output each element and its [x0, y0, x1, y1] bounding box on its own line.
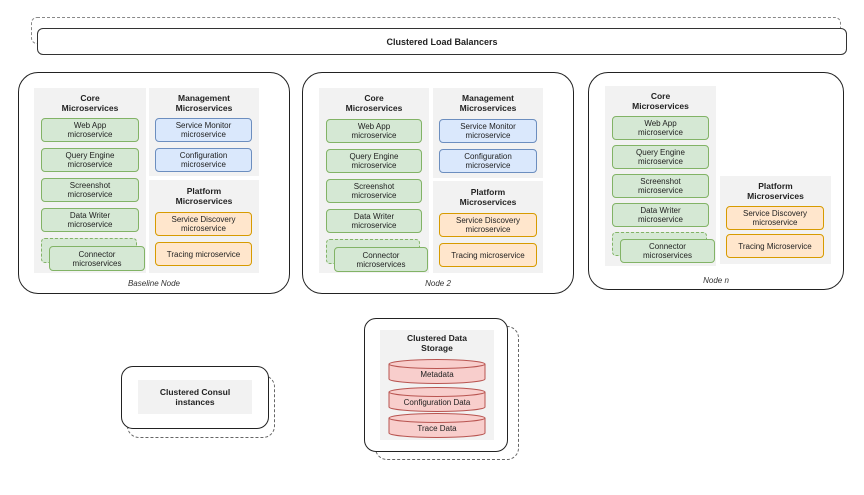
- query-engine-microservice-baseline: Query Engine microservice: [41, 148, 139, 172]
- core-title-baseline: Core Microservices: [61, 93, 119, 113]
- service-discovery-microservice-node2: Service Discovery microservice: [439, 213, 537, 237]
- storage-title: Clustered Data Storage: [407, 333, 467, 353]
- metadata-database-icon: [388, 359, 486, 384]
- trace-data-database-icon: [388, 413, 486, 438]
- service-monitor-microservice-node2: Service Monitor microservice: [439, 119, 537, 143]
- configuration-microservice-node2: Configuration microservice: [439, 149, 537, 173]
- platform-title-node2: Platform Microservices: [459, 187, 517, 207]
- metadata-label: Metadata: [420, 370, 454, 379]
- data-writer-microservice-node2: Data Writer microservice: [326, 209, 422, 233]
- web-app-microservice-noden: Web App microservice: [612, 116, 709, 140]
- management-title-baseline: Management Microservices: [175, 93, 233, 113]
- connector-microservices-baseline: Connector microservices: [49, 246, 145, 271]
- screenshot-microservice-baseline: Screenshot microservice: [41, 178, 139, 202]
- service-monitor-microservice-baseline: Service Monitor microservice: [155, 118, 252, 142]
- service-discovery-microservice-noden: Service Discovery microservice: [726, 206, 824, 230]
- web-app-microservice-baseline: Web App microservice: [41, 118, 139, 142]
- screenshot-microservice-node2: Screenshot microservice: [326, 179, 422, 203]
- connector-microservices-noden: Connector microservices: [620, 239, 715, 263]
- data-writer-microservice-baseline: Data Writer microservice: [41, 208, 139, 232]
- configuration-data-label: Configuration Data: [403, 398, 471, 407]
- metadata-database: Metadata: [388, 359, 486, 385]
- configuration-data-database-icon: [388, 387, 486, 412]
- platform-title-baseline: Platform Microservices: [175, 186, 233, 206]
- configuration-data-database: Configuration Data: [388, 387, 486, 413]
- baseline-node-caption: Baseline Node: [127, 279, 181, 288]
- query-engine-microservice-node2: Query Engine microservice: [326, 149, 422, 173]
- query-engine-microservice-noden: Query Engine microservice: [612, 145, 709, 169]
- platform-title-noden: Platform Microservices: [747, 181, 804, 201]
- service-discovery-microservice-baseline: Service Discovery microservice: [155, 212, 252, 236]
- node-n-caption: Node n: [703, 276, 729, 285]
- trace-data-database: Trace Data: [388, 413, 486, 439]
- screenshot-microservice-noden: Screenshot microservice: [612, 174, 709, 198]
- web-app-microservice-node2: Web App microservice: [326, 119, 422, 143]
- data-writer-microservice-noden: Data Writer microservice: [612, 203, 709, 227]
- core-title-noden: Core Microservices: [632, 91, 689, 111]
- core-title-node2: Core Microservices: [345, 93, 403, 113]
- connector-microservices-node2: Connector microservices: [334, 247, 428, 272]
- node-2-caption: Node 2: [425, 279, 451, 288]
- consul-cluster-label: Clustered Consul instances: [138, 380, 252, 414]
- tracing-microservice-baseline: Tracing microservice: [155, 242, 252, 266]
- tracing-microservice-noden: Tracing Microservice: [726, 234, 824, 258]
- tracing-microservice-node2: Tracing microservice: [439, 243, 537, 267]
- trace-data-label: Trace Data: [417, 424, 457, 433]
- management-title-node2: Management Microservices: [459, 93, 517, 113]
- load-balancer-label: Clustered Load Balancers: [386, 36, 498, 47]
- load-balancer-box: Clustered Load Balancers: [37, 28, 847, 55]
- configuration-microservice-baseline: Configuration microservice: [155, 148, 252, 172]
